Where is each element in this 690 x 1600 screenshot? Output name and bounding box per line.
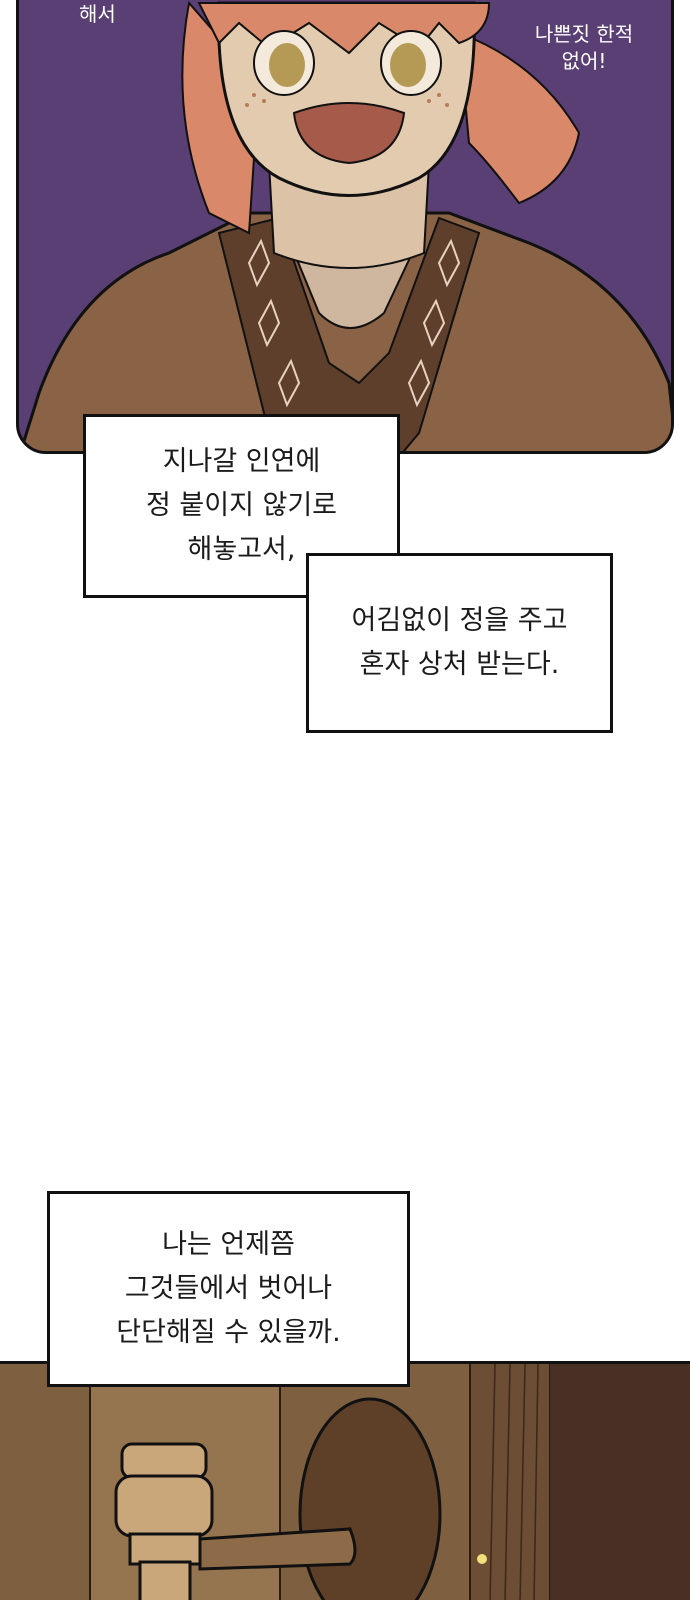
caption-3-line-2: 그것들에서 벗어나 bbox=[124, 1273, 333, 1304]
round-board bbox=[298, 1397, 442, 1600]
caption-1-line-1: 지나갈 인연에 bbox=[162, 446, 321, 477]
caption-2-line-1: 어김없이 정을 주고 bbox=[351, 605, 568, 636]
top-illustration-panel: 해서 나쁜짓 한적 없어! bbox=[16, 0, 674, 454]
sfx-right-line2: 없어! bbox=[561, 49, 607, 73]
sfx-text-right: 나쁜짓 한적 없어! bbox=[524, 21, 644, 75]
sfx-right-line1: 나쁜짓 한적 bbox=[534, 22, 634, 46]
caption-box-1: 지나갈 인연에 정 붙이지 않기로 해놓고서, bbox=[83, 414, 400, 598]
caption-box-3: 나는 언제쯤 그것들에서 벗어나 단단해질 수 있을까. bbox=[47, 1191, 410, 1387]
caption-1-line-3: 해놓고서, bbox=[187, 534, 296, 565]
caption-3-line-3: 단단해질 수 있을까. bbox=[116, 1317, 341, 1348]
sfx-text-left: 해서 bbox=[79, 2, 116, 26]
girl-illustration bbox=[19, 0, 671, 451]
caption-1-line-2: 정 붙이지 않기로 bbox=[145, 490, 338, 521]
bottom-illustration-panel bbox=[0, 1361, 690, 1600]
caption-3-line-1: 나는 언제쯤 bbox=[162, 1229, 295, 1260]
mouth bbox=[292, 102, 406, 165]
wooden-room-illustration bbox=[0, 1364, 690, 1600]
caption-merge-cover bbox=[309, 556, 397, 595]
caption-2-line-2: 혼자 상처 받는다. bbox=[359, 649, 560, 680]
